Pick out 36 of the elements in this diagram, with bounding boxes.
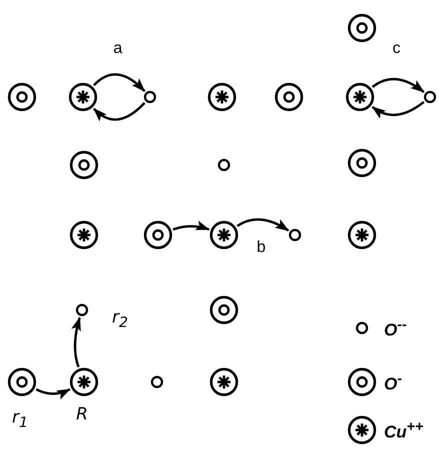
small-circle — [216, 157, 232, 173]
starred-circle — [67, 81, 99, 113]
double-circle — [208, 294, 240, 326]
arrow — [372, 78, 425, 93]
legend-text: O$^{-}$ — [384, 372, 402, 392]
arrow — [71, 316, 81, 368]
starred-circle — [208, 219, 240, 251]
small-circle — [142, 89, 158, 105]
double-circle — [346, 12, 378, 44]
arrow — [93, 102, 146, 122]
starred-circle — [206, 81, 238, 113]
arrow — [236, 218, 290, 232]
starred-circle — [208, 366, 240, 398]
double-circle — [68, 149, 100, 181]
arrow — [93, 73, 146, 92]
small-circle — [149, 374, 165, 390]
arrow — [372, 101, 424, 119]
arrow — [172, 220, 210, 231]
small-circle — [422, 89, 438, 105]
small-circle — [74, 302, 90, 318]
small-circle — [287, 227, 303, 243]
position-label: r$_{2}$ — [112, 310, 128, 330]
position-label: r$_{1}$ — [12, 410, 28, 430]
double-circle — [6, 366, 38, 398]
legend-text: O$^{--}$ — [384, 318, 407, 338]
arrow — [36, 388, 71, 400]
starred-circle — [346, 219, 378, 251]
double-circle — [6, 81, 38, 113]
double-circle — [273, 81, 305, 113]
double-circle — [346, 147, 378, 179]
starred-circle — [344, 81, 376, 113]
double-circle — [142, 219, 174, 251]
legend-text: Cu$^{++}$ — [384, 420, 424, 440]
starred-circle — [68, 366, 100, 398]
starred-circle — [68, 219, 100, 251]
position-label: R — [76, 406, 88, 424]
